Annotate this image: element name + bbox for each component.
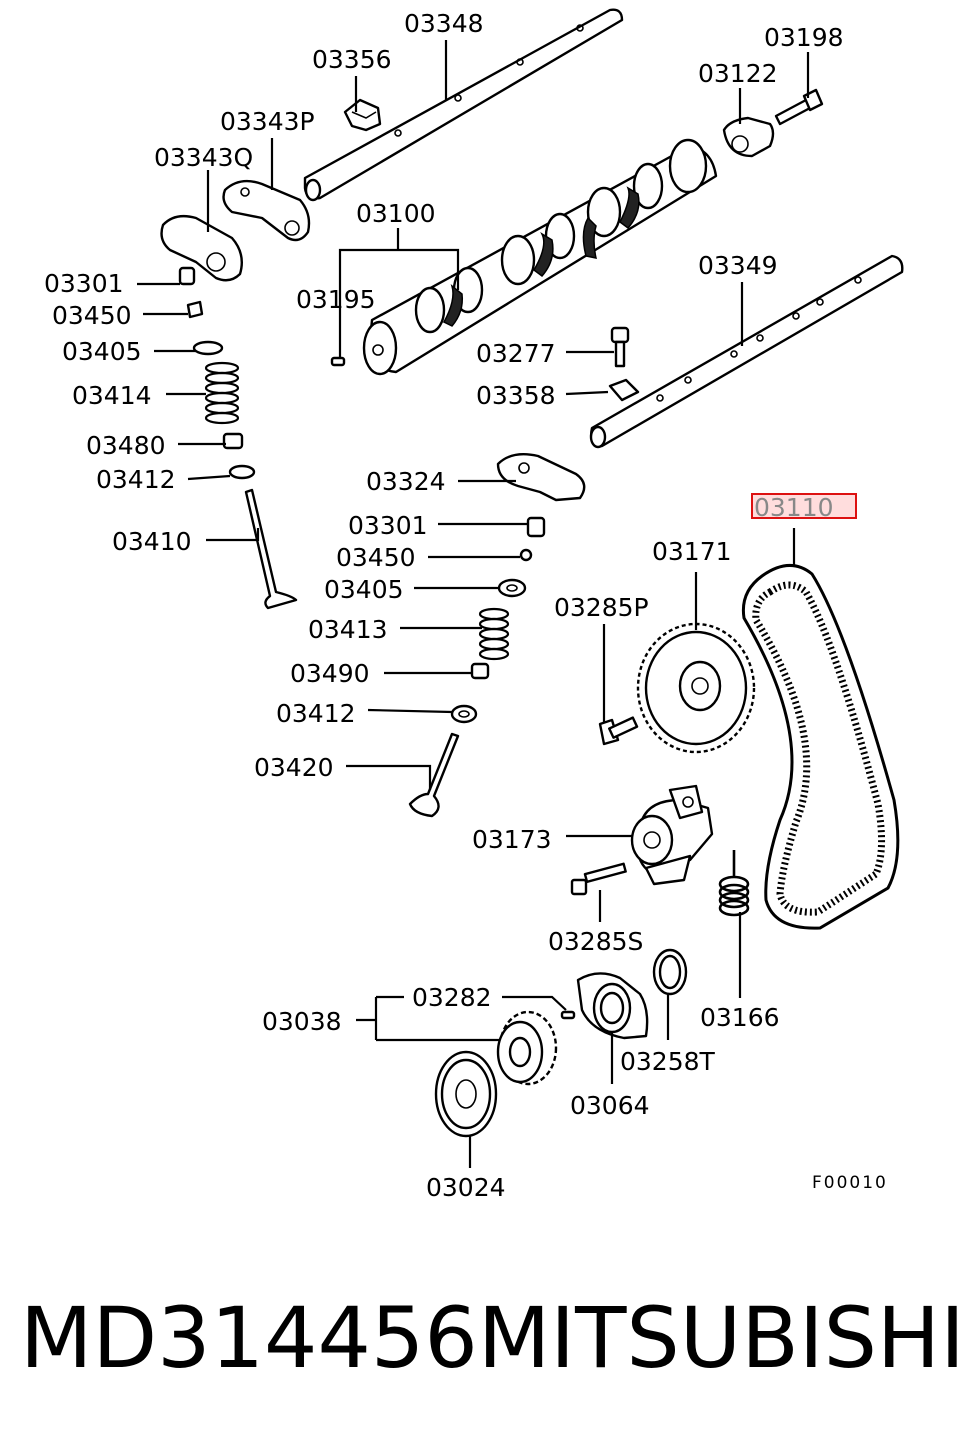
label-03285p[interactable]: 03285P	[554, 593, 649, 622]
camshaft	[362, 138, 718, 376]
label-03301-right[interactable]: 03301	[348, 511, 428, 540]
timing-belt	[741, 564, 900, 930]
label-03358[interactable]: 03358	[476, 381, 556, 410]
label-03405-left[interactable]: 03405	[62, 337, 142, 366]
belt-guide-flange	[576, 972, 649, 1040]
label-03343p[interactable]: 03343P	[220, 107, 315, 136]
key-03282	[560, 1010, 576, 1020]
label-03410[interactable]: 03410	[112, 527, 192, 556]
label-03348[interactable]: 03348	[404, 9, 484, 38]
spacer-ring	[652, 948, 688, 996]
label-03301-left[interactable]: 03301	[44, 269, 124, 298]
label-03414[interactable]: 03414	[72, 381, 152, 410]
tensioner-spring	[718, 850, 750, 917]
camshaft-bolt	[722, 88, 824, 158]
highlight-box	[751, 493, 857, 519]
label-03349[interactable]: 03349	[698, 251, 778, 280]
rocker-arm-03324	[496, 453, 586, 502]
adjust-screw-left	[178, 266, 204, 319]
crank-sprocket	[496, 1010, 558, 1086]
label-03110[interactable]: 03110	[754, 493, 834, 522]
label-03166[interactable]: 03166	[700, 1003, 780, 1032]
bolt-03285p	[598, 716, 639, 746]
clip-03356	[343, 98, 382, 132]
label-03413[interactable]: 03413	[308, 615, 388, 644]
label-03173[interactable]: 03173	[472, 825, 552, 854]
label-03064[interactable]: 03064	[570, 1091, 650, 1120]
label-03285s[interactable]: 03285S	[548, 927, 643, 956]
clip-03358	[608, 378, 640, 402]
label-03277[interactable]: 03277	[476, 339, 556, 368]
exploded-view-drawing: 03348 03356 03343P 03343Q 03198 03122 03…	[44, 8, 904, 1202]
camshaft-sprocket	[636, 622, 756, 754]
pin-03195	[330, 356, 346, 367]
label-03405-right[interactable]: 03405	[324, 575, 404, 604]
label-03412-left[interactable]: 03412	[96, 465, 176, 494]
label-03100[interactable]: 03100	[356, 199, 436, 228]
rocker-shaft-lower	[589, 254, 904, 449]
figure-code: F00010	[812, 1173, 888, 1193]
rocker-shaft-upper	[303, 8, 624, 202]
label-03024[interactable]: 03024	[426, 1173, 506, 1202]
label-03450-left[interactable]: 03450	[52, 301, 132, 330]
bolt-03277	[610, 326, 630, 368]
label-03195[interactable]: 03195	[296, 285, 376, 314]
rocker-arm-03343q	[160, 214, 243, 282]
brand-name: MITSUBISHI	[477, 1289, 960, 1387]
label-03480[interactable]: 03480	[86, 431, 166, 460]
footer: MD314456 MITSUBISHI	[20, 1288, 960, 1388]
tensioner	[630, 784, 714, 886]
label-03122[interactable]: 03122	[698, 59, 778, 88]
label-03258t[interactable]: 03258T	[620, 1047, 716, 1076]
label-03450-right[interactable]: 03450	[336, 543, 416, 572]
label-03356[interactable]: 03356	[312, 45, 392, 74]
label-03038[interactable]: 03038	[262, 1007, 342, 1036]
label-03171[interactable]: 03171	[652, 537, 732, 566]
label-03420[interactable]: 03420	[254, 753, 334, 782]
label-03282[interactable]: 03282	[412, 983, 492, 1012]
flange-plate	[434, 1050, 498, 1138]
valve-train-left	[192, 340, 298, 610]
label-03324[interactable]: 03324	[366, 467, 446, 496]
part-labels: 03348 03356 03343P 03343Q 03198 03122 03…	[44, 9, 888, 1202]
part-number: MD314456	[20, 1289, 478, 1387]
valve-train-right	[408, 516, 546, 818]
label-03412-right[interactable]: 03412	[276, 699, 356, 728]
rocker-arm-03343p	[222, 179, 311, 242]
leader-lines	[137, 40, 810, 1168]
label-03490[interactable]: 03490	[290, 659, 370, 688]
label-03198[interactable]: 03198	[764, 23, 844, 52]
label-03343q[interactable]: 03343Q	[154, 143, 253, 172]
bolt-03285s	[570, 862, 627, 896]
